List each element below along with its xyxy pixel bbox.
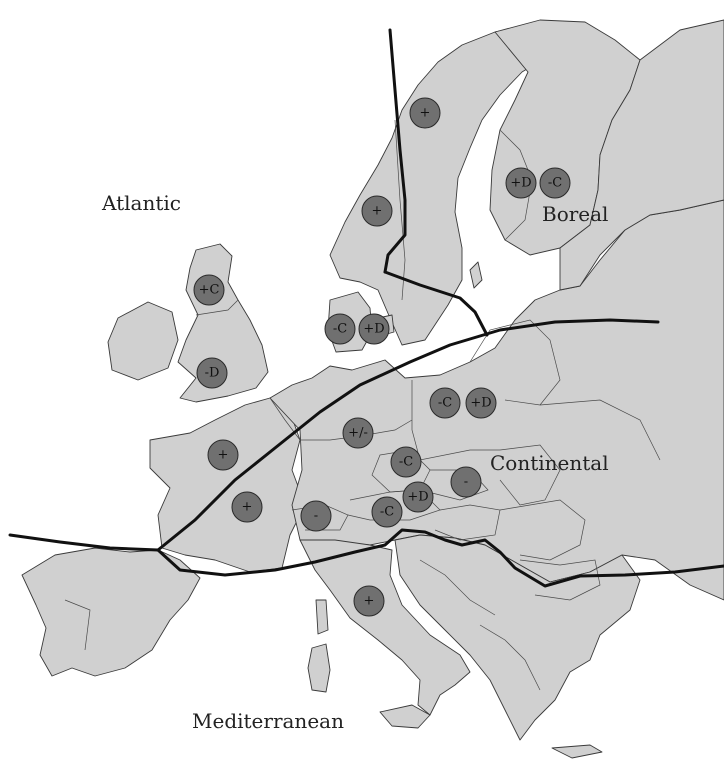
zone-line-boreal-southern bbox=[383, 270, 489, 337]
svg-text:-: - bbox=[314, 509, 318, 524]
marker-austria: +D bbox=[402, 481, 434, 513]
zone-line-atlantic-boreal-vertical bbox=[383, 28, 407, 274]
marker-germany: +/- bbox=[342, 417, 374, 449]
zone-line-iberia-west bbox=[8, 533, 160, 552]
marker-czech: -C bbox=[390, 446, 422, 478]
marker-alps: -C bbox=[371, 496, 403, 528]
border-balkans bbox=[419, 559, 496, 616]
border-hungary bbox=[434, 504, 501, 541]
marker-norway-north: + bbox=[409, 97, 441, 129]
marker-england: -D bbox=[196, 357, 228, 389]
marker-france-north: + bbox=[207, 439, 239, 471]
border-ukraine-west bbox=[499, 444, 561, 506]
marker-switzerland: - bbox=[300, 500, 332, 532]
marker-scotland: +C bbox=[193, 274, 225, 306]
marker-denmark-b: +D bbox=[358, 313, 390, 345]
zone-line-atlantic-continental bbox=[156, 318, 660, 552]
marker-norway-south: + bbox=[361, 195, 393, 227]
land-france bbox=[149, 397, 306, 573]
svg-text:-C: -C bbox=[380, 505, 394, 520]
svg-text:+/-: +/- bbox=[348, 426, 368, 441]
region-label-continental: Continental bbox=[490, 451, 609, 475]
svg-text:-D: -D bbox=[205, 366, 220, 381]
marker-poland-b: +D bbox=[465, 387, 497, 419]
land-corsica bbox=[315, 599, 329, 635]
land-ireland bbox=[107, 301, 179, 381]
marker-finland-b: -C bbox=[539, 167, 571, 199]
svg-text:+D: +D bbox=[470, 396, 491, 411]
border-greece bbox=[479, 624, 541, 691]
svg-text:+D: +D bbox=[407, 490, 428, 505]
svg-text:+: + bbox=[218, 448, 229, 463]
land-crete bbox=[551, 744, 603, 759]
svg-text:+: + bbox=[242, 500, 253, 515]
region-label-mediterranean: Mediterranean bbox=[192, 709, 344, 733]
svg-text:-: - bbox=[464, 475, 468, 490]
marker-slovakia: - bbox=[450, 466, 482, 498]
border-romania bbox=[499, 499, 586, 561]
svg-text:-C: -C bbox=[333, 322, 347, 337]
land-italy bbox=[299, 539, 471, 716]
border-belarus bbox=[539, 399, 661, 461]
region-label-atlantic: Atlantic bbox=[101, 191, 181, 215]
land-gotland bbox=[469, 261, 483, 289]
land-russia-north bbox=[559, 19, 724, 291]
land-masses bbox=[21, 19, 724, 759]
marker-finland-a: +D bbox=[505, 167, 537, 199]
border-portugal bbox=[64, 599, 91, 651]
svg-text:+C: +C bbox=[199, 283, 220, 298]
marker-poland-a: -C bbox=[429, 387, 461, 419]
svg-text:+: + bbox=[364, 594, 375, 609]
svg-text:+: + bbox=[420, 106, 431, 121]
svg-text:-C: -C bbox=[438, 396, 452, 411]
marker-france-south: + bbox=[231, 491, 263, 523]
svg-text:-C: -C bbox=[399, 455, 413, 470]
marker-italy: + bbox=[353, 585, 385, 617]
land-sicily bbox=[379, 704, 431, 729]
svg-text:-C: -C bbox=[548, 176, 562, 191]
svg-text:+: + bbox=[372, 204, 383, 219]
markers: + +D -C + +C -C +D -D -C +D +/- -C + - +… bbox=[193, 97, 571, 617]
region-label-boreal: Boreal bbox=[542, 202, 608, 226]
border-scotland bbox=[195, 299, 239, 316]
border-bulgaria bbox=[519, 559, 601, 601]
land-iberia bbox=[21, 547, 201, 677]
svg-text:+D: +D bbox=[510, 176, 531, 191]
marker-denmark-a: -C bbox=[324, 313, 356, 345]
zone-line-continental-mediterranean bbox=[156, 528, 724, 588]
region-labels: Atlantic Boreal Continental Mediterranea… bbox=[101, 191, 609, 733]
zone-boundaries bbox=[8, 28, 724, 588]
svg-text:+D: +D bbox=[363, 322, 384, 337]
land-sardinia bbox=[307, 643, 331, 693]
